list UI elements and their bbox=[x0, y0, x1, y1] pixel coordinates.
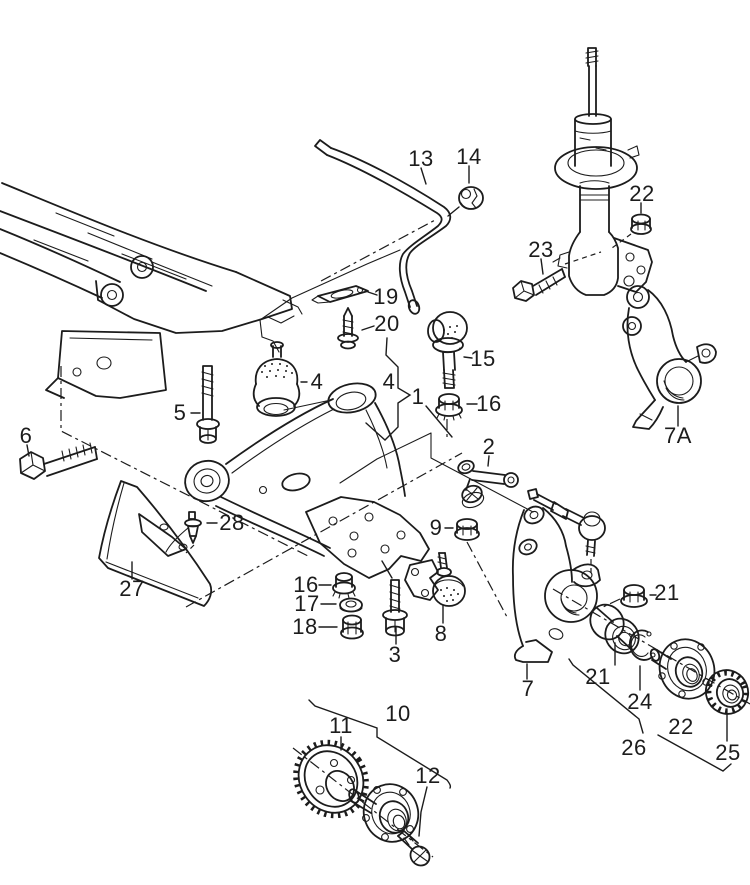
bracket-lines bbox=[308, 337, 732, 789]
callout-15: 15 bbox=[470, 346, 496, 371]
control-arm-drawing bbox=[184, 382, 430, 579]
callout-22-strut: 22 bbox=[629, 181, 655, 206]
washer-17-drawing bbox=[339, 597, 363, 613]
screw-12-drawing bbox=[397, 830, 431, 867]
axis-lines bbox=[60, 218, 750, 858]
callout-8: 8 bbox=[434, 621, 448, 646]
link-2-drawing bbox=[457, 459, 519, 509]
knuckle-7-drawing bbox=[511, 505, 601, 663]
bolt-5-drawing bbox=[196, 365, 220, 444]
clip-screw-drawing bbox=[165, 511, 202, 553]
callout-19: 19 bbox=[373, 284, 399, 309]
callout-4-right: 4 bbox=[382, 369, 396, 394]
strut-drawing bbox=[552, 47, 653, 296]
callout-11: 11 bbox=[329, 713, 353, 738]
callout-14: 14 bbox=[456, 144, 482, 169]
callout-16: 16 bbox=[293, 572, 319, 597]
bolt-3-drawing bbox=[382, 579, 408, 637]
callout-22-hub: 22 bbox=[668, 714, 694, 739]
callout-7: 7 bbox=[521, 676, 535, 701]
callout-20: 20 bbox=[374, 311, 400, 336]
ball-joint-drawing bbox=[404, 552, 466, 607]
callout-5: 5 bbox=[173, 400, 187, 425]
leader-lines bbox=[26, 165, 728, 837]
nut-21-drawing bbox=[620, 584, 648, 608]
spline-nut-drawing bbox=[704, 669, 750, 715]
self-tapping-screw-drawing bbox=[337, 307, 359, 350]
callout-6: 6 bbox=[19, 423, 33, 448]
nut-16-drawing bbox=[332, 572, 356, 599]
callout-21-tierod: 21 bbox=[654, 580, 680, 605]
wheel-hub-drawing bbox=[649, 638, 716, 700]
callout-2: 2 bbox=[482, 434, 496, 459]
abs-ring-drawing bbox=[293, 739, 369, 819]
front-hub-drawing bbox=[348, 783, 420, 843]
stabilizer-nut-drawing bbox=[458, 186, 484, 210]
stabilizer-bar-drawing bbox=[314, 139, 452, 315]
nut-16-link-drawing bbox=[435, 393, 463, 421]
callout-21-bearing: 21 bbox=[585, 664, 611, 689]
nut-18-drawing bbox=[340, 614, 364, 640]
callout-3: 3 bbox=[388, 642, 402, 667]
clamp-drawing bbox=[311, 285, 369, 304]
nut-9-drawing bbox=[454, 518, 480, 541]
cover-plate-drawing bbox=[98, 480, 213, 607]
callout-26: 26 bbox=[621, 735, 647, 760]
link-15-drawing bbox=[427, 311, 468, 389]
callout-7a: 7A bbox=[664, 423, 692, 448]
bolt-6-drawing bbox=[19, 442, 98, 480]
callout-25: 25 bbox=[715, 740, 741, 765]
bushing-drawing bbox=[252, 341, 332, 417]
strut-bolt-drawing bbox=[512, 268, 566, 302]
knuckle-7a-drawing bbox=[622, 285, 717, 430]
callout-28: 28 bbox=[219, 510, 245, 535]
tie-rod-drawing bbox=[527, 488, 606, 557]
callout-24: 24 bbox=[627, 689, 653, 714]
callout-4-left: 4 bbox=[310, 369, 324, 394]
callout-10: 10 bbox=[385, 701, 411, 726]
callout-16-link: 16 bbox=[476, 391, 502, 416]
callout-12: 12 bbox=[415, 763, 441, 788]
callout-18: 18 bbox=[292, 614, 318, 639]
callout-23: 23 bbox=[528, 237, 554, 262]
subframe-drawing bbox=[0, 182, 303, 399]
callout-9: 9 bbox=[429, 515, 443, 540]
callout-17: 17 bbox=[294, 591, 320, 616]
callout-1: 1 bbox=[411, 384, 425, 409]
callout-13: 13 bbox=[408, 146, 434, 171]
callout-27: 27 bbox=[119, 576, 145, 601]
strut-nut-drawing bbox=[630, 213, 652, 235]
